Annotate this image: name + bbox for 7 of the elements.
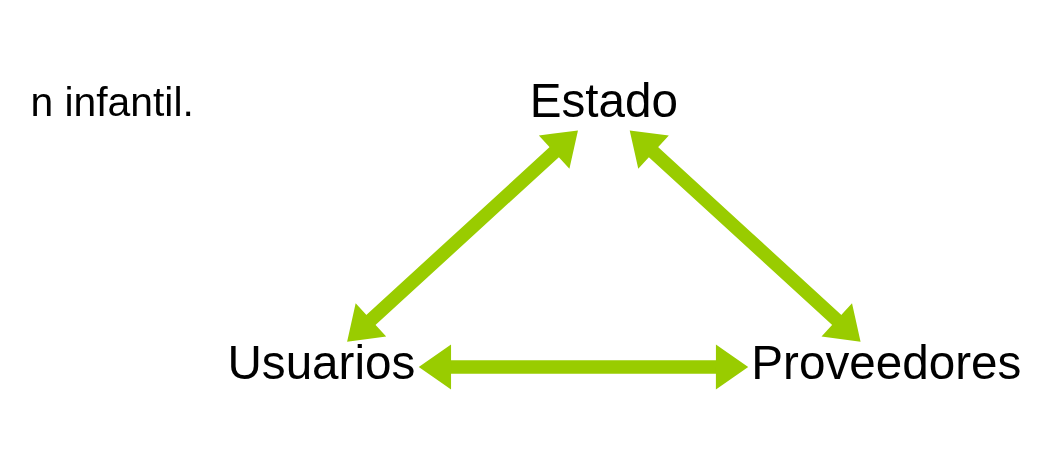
node-text: Estado — [529, 73, 678, 127]
arrow — [347, 130, 578, 342]
arrow — [629, 130, 861, 342]
node-text: Proveedores — [751, 335, 1022, 389]
node-text: Usuarios — [227, 335, 416, 389]
arrow — [418, 344, 749, 390]
label: n infantil. — [30, 78, 194, 125]
